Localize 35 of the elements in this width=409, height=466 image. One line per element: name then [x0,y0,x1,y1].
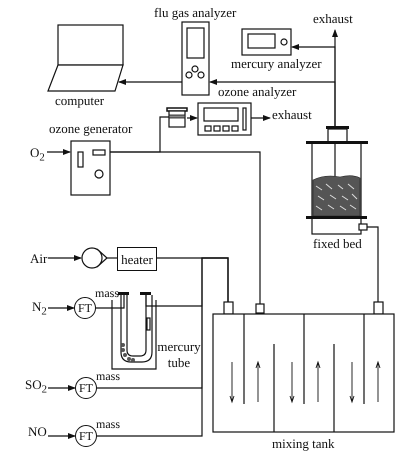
gas-label: SO$_{2}$ [25,378,48,397]
flow-arrow [48,255,82,261]
device-label: ozone analyzer [218,85,296,98]
pipe-line [96,292,125,309]
pipe-line [367,226,379,302]
flow-arrow [209,79,336,126]
flow-arrow [48,385,76,391]
device-label: ozone generator [49,122,132,135]
pipe-line [110,151,261,304]
outlet-label: exhaust [313,12,353,25]
meter-label: mass [96,370,120,383]
flow-arrow [187,115,198,121]
device-label: mercury analyzer [231,57,322,70]
equipment-label: mercury tube [156,339,202,371]
meter-label: mass [95,287,119,300]
flow-meter-symbol: FT [75,425,97,447]
flow-arrow [48,305,75,311]
flow-arrow [48,433,76,439]
heater-box: heater [117,247,157,271]
pipe-line [97,257,229,437]
gas-label: NO [28,425,47,438]
device-label: flu gas analyzer [154,6,236,19]
flow-meter-symbol: FT [74,297,96,319]
device-label: fixed bed [313,237,362,250]
outlet-label: exhaust [272,108,312,121]
flow-arrow [251,115,271,121]
meter-label: mass [96,418,120,431]
device-label: computer [55,94,104,107]
flow-meter-symbol: FT [75,377,97,399]
gas-label: O$_{2}$ [30,146,45,165]
equipment-label: mixing tank [272,437,334,450]
gas-label: N$_{2}$ [32,300,47,319]
flow-arrow [118,79,182,85]
flow-arrow [47,149,71,155]
gas-label: Air [30,252,48,265]
